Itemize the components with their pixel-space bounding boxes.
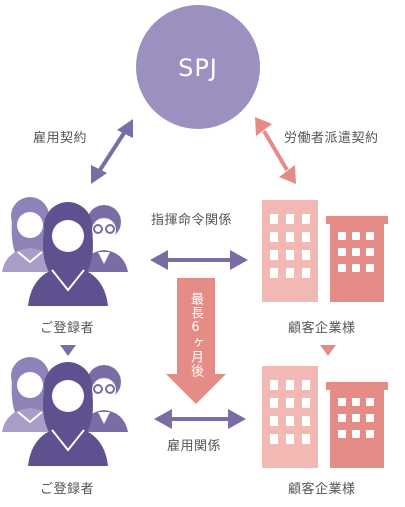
dispatch-contract-label: 労働者派遣契約 xyxy=(284,131,379,146)
worker-caption-bottom: ご登録者 xyxy=(40,482,95,497)
dispatch-contract-arrow xyxy=(255,117,296,184)
client-caption-top: 顧客企業様 xyxy=(288,321,356,336)
command-relation-arrow xyxy=(150,250,248,270)
client-transition-triangle xyxy=(320,345,336,356)
period-down-arrow xyxy=(166,278,226,404)
employment-contract-arrow xyxy=(91,119,133,184)
client-buildings-bottom-icon xyxy=(262,366,388,468)
client-caption-bottom: 顧客企業様 xyxy=(288,482,356,497)
client-buildings-top-icon xyxy=(262,200,388,302)
worker-caption-top: ご登録者 xyxy=(40,321,95,336)
worker-transition-triangle xyxy=(60,345,76,356)
worker-group-bottom-icon xyxy=(2,357,128,466)
worker-group-top-icon xyxy=(2,197,128,306)
max-period-label: 最長6ヶ月後 xyxy=(188,292,203,378)
spj-label: SPJ xyxy=(178,54,218,82)
spj-node: SPJ xyxy=(136,5,260,129)
employment-contract-label: 雇用契約 xyxy=(33,131,88,146)
employment-relation-arrow xyxy=(154,409,246,429)
command-relation-label: 指揮命令関係 xyxy=(151,213,233,228)
employment-relation-label: 雇用関係 xyxy=(167,439,222,454)
